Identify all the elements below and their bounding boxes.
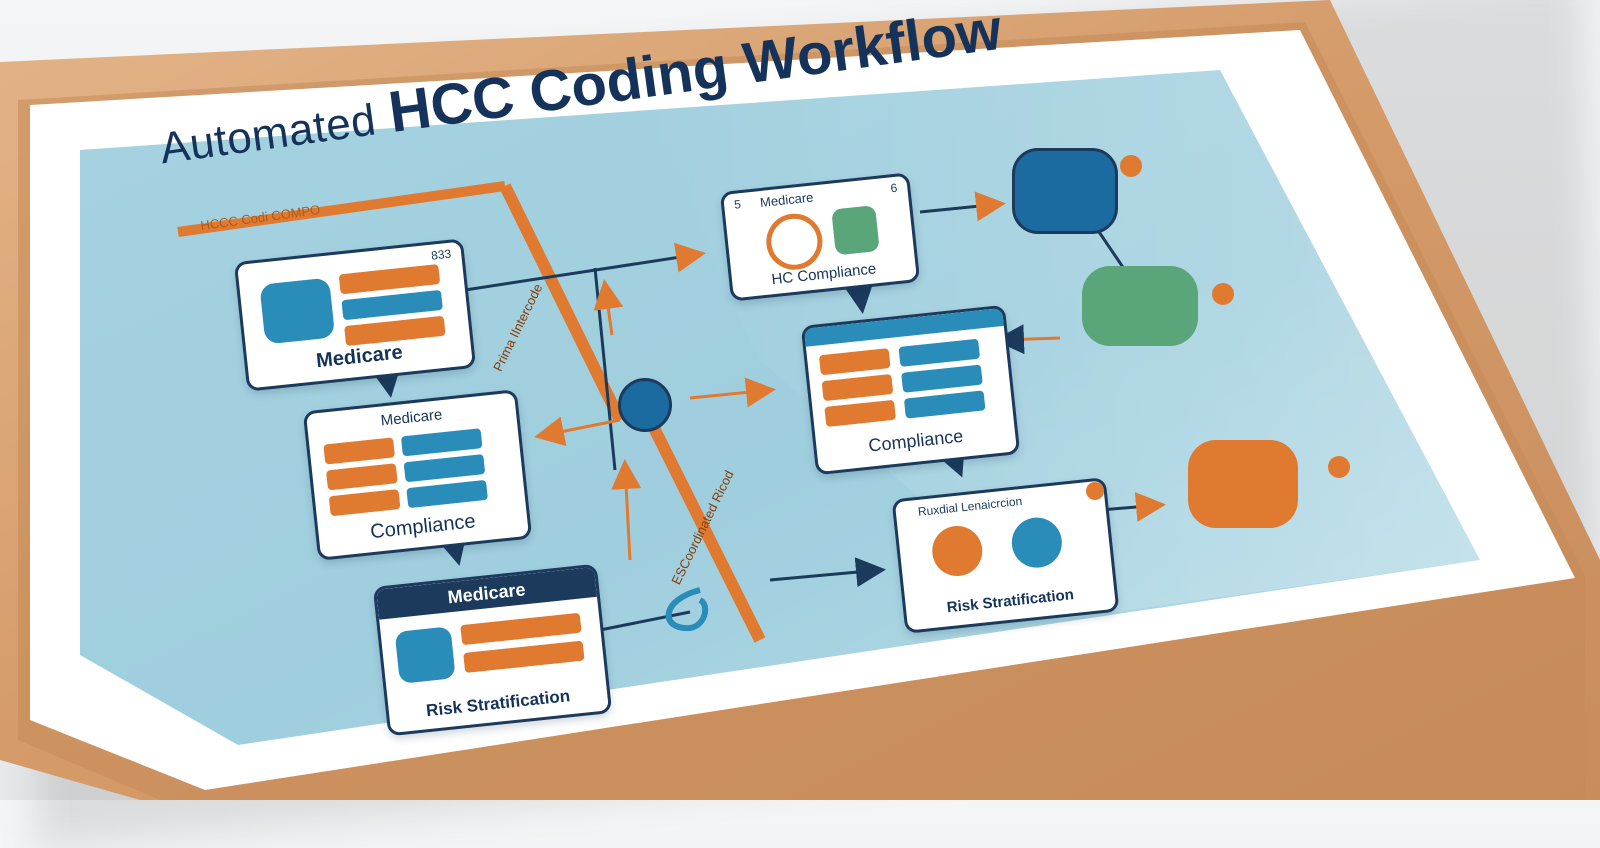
orange-vertical-bar-1 (499, 183, 626, 423)
card-right-bottom: Ruxdial Lenaicrcion Risk Stratification (891, 477, 1120, 634)
connector-layer (177, 181, 1166, 643)
medical-team-icon (259, 277, 336, 345)
down-arrow-3 (843, 282, 874, 314)
orange-top-line (177, 181, 506, 237)
card-bar (341, 289, 443, 321)
small-orange-badge (1328, 456, 1350, 478)
down-arrow-1 (371, 365, 401, 398)
orange-vertical-bar-2 (639, 407, 766, 643)
card-left-top: 833 Medicare (233, 238, 477, 392)
doctor-icon (1009, 515, 1065, 571)
nurse-icon (831, 205, 880, 256)
doctor-icon (1012, 148, 1118, 234)
card-bar (901, 364, 983, 393)
card-label: Compliance (867, 425, 965, 456)
teal-swirl (665, 587, 709, 632)
connector-6 (769, 557, 886, 588)
card-bar (400, 428, 483, 457)
card-bar (406, 479, 488, 509)
connector-7 (919, 191, 1006, 222)
card-header: Ruxdial Lenaicrcion (917, 494, 1023, 519)
small-orange-badge (1120, 155, 1142, 177)
patient-icon (929, 523, 985, 579)
down-arrow-4 (936, 444, 965, 478)
card-bar (326, 463, 398, 491)
card-corner-number: 833 (430, 246, 452, 263)
card-bar (403, 454, 486, 483)
card-bar (460, 612, 582, 646)
card-bar (903, 390, 986, 419)
card-header: Medicare (759, 189, 815, 211)
connector-8 (994, 324, 1061, 355)
card-left-bottom: Medicare Risk Stratification (372, 563, 613, 737)
connector-1 (464, 242, 706, 292)
connector-up-1 (593, 279, 624, 336)
card-bar (338, 264, 441, 295)
card-bar (824, 399, 897, 427)
card-bar (821, 373, 894, 402)
connector-4 (534, 416, 621, 447)
card-bar (463, 640, 585, 673)
card-left-mid: Medicare Compliance (302, 389, 533, 561)
card-label: Risk Stratification (946, 586, 1075, 617)
small-orange-badge (1212, 283, 1234, 305)
card-bar (898, 338, 981, 367)
card-bar (818, 348, 891, 376)
card-bar (328, 489, 401, 517)
card-right-top: 5 Medicare 6 HC Compliance (719, 172, 921, 302)
card-corner-left: 5 (733, 197, 742, 212)
card-bar (323, 437, 396, 465)
medical-team-icon (1082, 266, 1198, 346)
connector-3 (689, 377, 776, 408)
card-right-mid: Compliance (800, 304, 1021, 476)
person-group-icon (618, 378, 672, 432)
connector-up-2 (611, 459, 642, 561)
small-orange-badge (1086, 482, 1104, 500)
doctor-icon (394, 626, 456, 684)
connector-5 (599, 610, 691, 632)
stethoscope-icon (763, 210, 826, 273)
down-arrow-2 (437, 533, 467, 566)
nurse-icon (1188, 440, 1298, 528)
connector-9 (1099, 492, 1166, 522)
card-corner-right: 6 (889, 180, 898, 196)
